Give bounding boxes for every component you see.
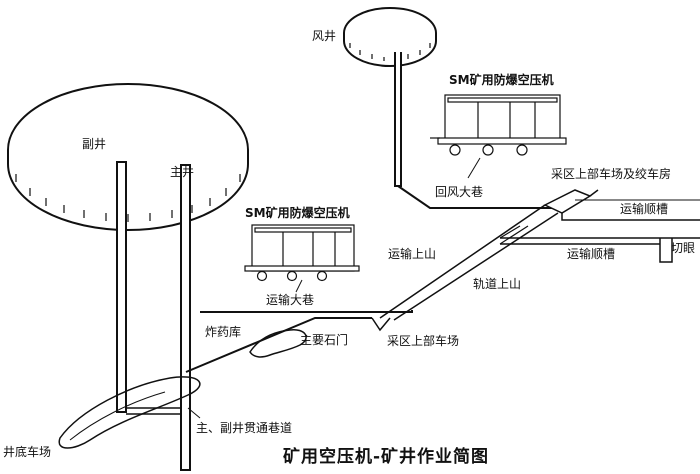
- upper-yard-notch: [371, 317, 391, 332]
- explosive-store-shape: [249, 329, 307, 358]
- main-crosscut-label: 主要石门: [300, 333, 349, 347]
- return-airway: [397, 185, 563, 209]
- compressor-unit-mid: [244, 224, 360, 282]
- transport-uphill-label: 运输上山: [388, 247, 437, 261]
- transport-chute-2-label: 运输顺槽: [567, 247, 616, 261]
- upper-yard-label: 采区上部车场: [387, 334, 460, 348]
- diagram-title: 矿用空压机-矿井作业简图: [283, 447, 490, 467]
- shaft-bottom-yard-label: 井底车场: [3, 445, 52, 459]
- main-crosscut-line: [200, 310, 413, 313]
- compressor-top-label: SM矿用防爆空压机: [449, 73, 554, 87]
- return-airway-label: 回风大巷: [435, 185, 484, 199]
- aux-shaft-label: 副井: [82, 137, 107, 151]
- main-shaft-column: [180, 164, 191, 471]
- pointer-haulage: [295, 279, 303, 293]
- upper-yard-winch-label: 采区上部车场及绞车房: [551, 167, 672, 181]
- haulage-roadway-label: 运输大巷: [266, 293, 315, 307]
- winch-link: [589, 189, 599, 197]
- aux-shaft-column: [116, 161, 127, 413]
- pointer-return-airway: [467, 157, 481, 179]
- aux-shaft-head: [7, 83, 249, 231]
- crosscut-lower: [185, 317, 372, 373]
- transport-chute-connector: [499, 225, 529, 245]
- connecting-roadway-label: 主、副井贯通巷道: [196, 421, 293, 435]
- compressor-mid-label: SM矿用防爆空压机: [245, 206, 350, 220]
- pointer-connecting: [187, 407, 201, 419]
- shaft-bottom-yard: [58, 376, 201, 449]
- explosive-store-label: 炸药库: [205, 325, 242, 339]
- transport-uphill-lines: [379, 204, 559, 321]
- cut-eye-line: [659, 238, 673, 263]
- winch-room: [543, 189, 592, 214]
- transport-chute-upper: [561, 213, 700, 221]
- connecting-roadway: [126, 407, 181, 415]
- air-shaft-head: [343, 7, 437, 67]
- main-shaft-label: 主井: [170, 165, 195, 179]
- cut-eye-label: 切眼: [671, 241, 696, 255]
- transport-chute-lower: [500, 237, 700, 245]
- air-shaft-column: [394, 52, 402, 187]
- air-shaft-label: 风井: [312, 29, 337, 43]
- compressor-unit-top: [430, 94, 567, 156]
- transport-chute-1-label: 运输顺槽: [620, 202, 669, 216]
- rail-uphill-label: 轨道上山: [473, 277, 522, 291]
- bottom-yard-inner: [69, 391, 166, 441]
